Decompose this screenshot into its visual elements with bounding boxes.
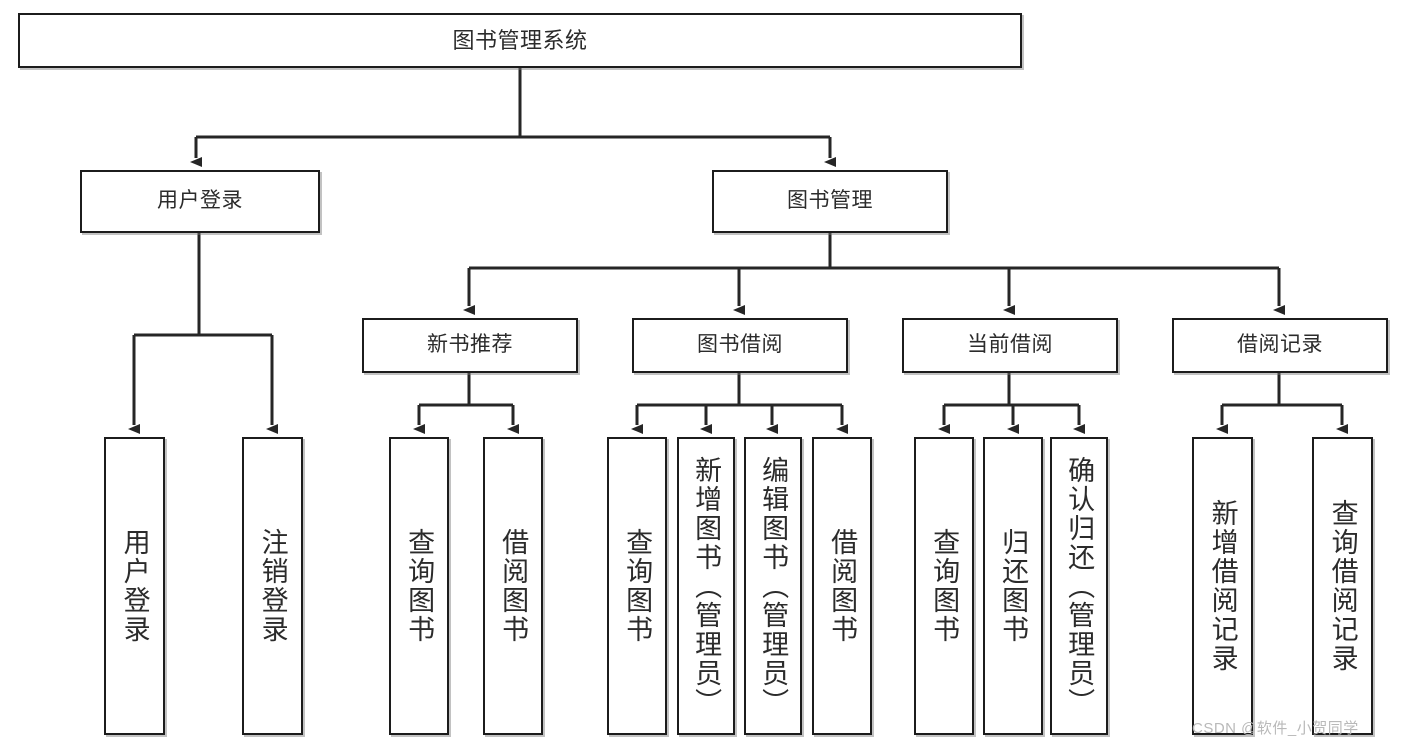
node-leaf-query-book-1-label: 查询图书 [404, 528, 435, 644]
node-leaf-logout-login-label: 注销登录 [257, 528, 288, 644]
node-leaf-return-book[interactable]: 归还图书 [983, 437, 1043, 735]
node-leaf-confirm-return-label: 确认归还（管理员） [1064, 455, 1095, 717]
node-root[interactable]: 图书管理系统 [18, 13, 1022, 68]
node-leaf-add-record-label: 新增借阅记录 [1207, 499, 1238, 673]
node-leaf-add-book-label: 新增图书（管理员） [691, 455, 722, 717]
node-leaf-add-book[interactable]: 新增图书（管理员） [677, 437, 735, 735]
node-leaf-query-record-label: 查询借阅记录 [1327, 499, 1358, 673]
node-leaf-query-book-3[interactable]: 查询图书 [914, 437, 974, 735]
node-leaf-query-book-3-label: 查询图书 [929, 528, 960, 644]
node-book-borrow-label: 图书借阅 [697, 333, 783, 357]
node-user-login-label: 用户登录 [157, 189, 243, 213]
node-leaf-query-book-2[interactable]: 查询图书 [607, 437, 667, 735]
node-leaf-query-book-2-label: 查询图书 [622, 528, 653, 644]
node-current-borrow-label: 当前借阅 [967, 333, 1053, 357]
node-leaf-borrow-book-2-label: 借阅图书 [827, 528, 858, 644]
node-leaf-user-login[interactable]: 用户登录 [104, 437, 165, 735]
node-user-login[interactable]: 用户登录 [80, 170, 320, 233]
node-borrow-record-label: 借阅记录 [1237, 333, 1323, 357]
node-leaf-return-book-label: 归还图书 [998, 528, 1029, 644]
watermark: CSDN @软件_小贺同学 [1192, 720, 1359, 737]
node-leaf-confirm-return[interactable]: 确认归还（管理员） [1050, 437, 1108, 735]
node-new-book-recommend-label: 新书推荐 [427, 333, 513, 357]
node-book-management[interactable]: 图书管理 [712, 170, 948, 233]
node-leaf-query-book-1[interactable]: 查询图书 [389, 437, 449, 735]
node-leaf-edit-book[interactable]: 编辑图书（管理员） [744, 437, 802, 735]
node-root-label: 图书管理系统 [452, 27, 588, 53]
node-leaf-borrow-book-1[interactable]: 借阅图书 [483, 437, 543, 735]
node-leaf-add-record[interactable]: 新增借阅记录 [1192, 437, 1253, 735]
node-leaf-borrow-book-2[interactable]: 借阅图书 [812, 437, 872, 735]
node-leaf-edit-book-label: 编辑图书（管理员） [758, 455, 789, 717]
node-leaf-borrow-book-1-label: 借阅图书 [498, 528, 529, 644]
node-book-management-label: 图书管理 [787, 189, 873, 213]
node-leaf-query-record[interactable]: 查询借阅记录 [1312, 437, 1373, 735]
node-current-borrow[interactable]: 当前借阅 [902, 318, 1118, 373]
node-new-book-recommend[interactable]: 新书推荐 [362, 318, 578, 373]
node-leaf-logout-login[interactable]: 注销登录 [242, 437, 303, 735]
node-leaf-user-login-label: 用户登录 [119, 528, 150, 644]
node-borrow-record[interactable]: 借阅记录 [1172, 318, 1388, 373]
node-book-borrow[interactable]: 图书借阅 [632, 318, 848, 373]
